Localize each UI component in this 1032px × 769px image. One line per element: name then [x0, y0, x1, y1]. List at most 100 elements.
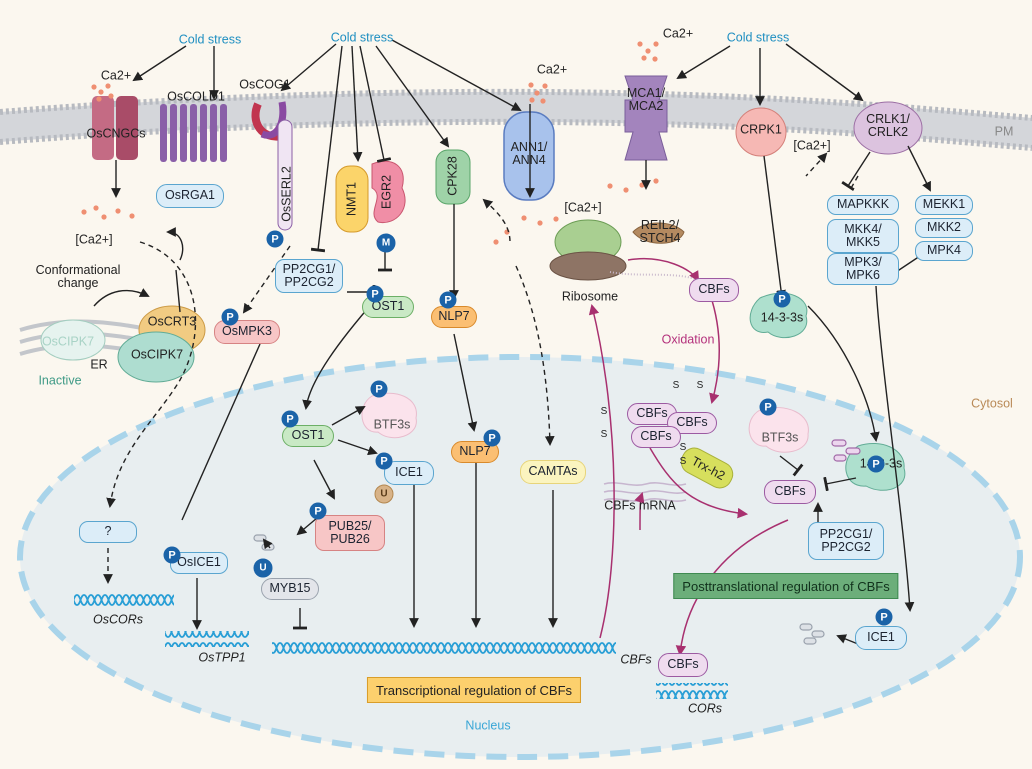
cbfs-bottom-box: CBFs — [658, 653, 708, 677]
oscold1-label: OsCOLD1 — [167, 89, 225, 104]
osice1-label: OsICE1 — [177, 555, 221, 570]
phospho-mark-1433-right: P — [867, 455, 885, 473]
nlp7-nuc-box: NLP7 — [451, 441, 499, 463]
phospho-mark-ost1-top: P — [366, 285, 384, 303]
oscors-dna — [74, 593, 174, 609]
oscipk7-inactive-label: OsCIPK7 — [41, 334, 95, 349]
cold-stress-left-label: Cold stress — [178, 32, 242, 47]
btf3s-mid-blob — [361, 392, 417, 439]
disulfide-s6: S — [679, 455, 687, 467]
phospho-mark-1433-top: P — [773, 290, 791, 308]
cbfs-top-label: CBFs — [698, 282, 730, 297]
mpk36-label: MPK3/ MPK6 — [844, 254, 882, 282]
camtas-label: CAMTAs — [528, 464, 578, 479]
phospho-mark-nlp7-nuc: P — [483, 429, 501, 447]
ca-cytosol-right-label: [Ca2+] — [793, 138, 831, 153]
ca-label-2: Ca2+ — [536, 62, 568, 77]
mpk4-label: MPK4 — [926, 243, 962, 258]
oscrt3-oscipk7 — [40, 305, 206, 383]
crlk-receptor — [853, 101, 923, 155]
myb15-box: MYB15 — [261, 578, 319, 600]
oxidation-label: Oxidation — [661, 332, 715, 347]
ca-cytosol-mid-label: [Ca2+] — [564, 200, 602, 215]
dashed-arrows — [103, 152, 859, 584]
camtas-box: CAMTAs — [520, 460, 586, 484]
ubiquitin-mark-ice1: U — [374, 484, 394, 504]
cbfs-oxidized-c-box: CBFs — [631, 426, 681, 448]
oscors-label: OsCORs — [93, 612, 143, 627]
osrga1-label: OsRGA1 — [164, 188, 215, 203]
oscngcs-channel — [92, 96, 138, 160]
mkk2-box: MKK2 — [915, 218, 973, 238]
signal-arrows — [93, 39, 931, 645]
phospho-mark-pub: P — [309, 502, 327, 520]
oscold1-receptor — [160, 104, 227, 162]
ostpp1-dna — [165, 631, 249, 647]
cbfs-b-label: CBFs — [676, 415, 708, 430]
phospho-mark-btf3s-right: P — [759, 398, 777, 416]
cpk28-label: CPK28 — [445, 156, 460, 196]
disulfide-s4: S — [600, 428, 608, 440]
mca-channel — [624, 75, 668, 161]
cbfs-dna-label: CBFs — [620, 652, 652, 667]
p1433-top-label: 14-3-3s — [760, 310, 804, 325]
cbfs-bottom-label: CBFs — [667, 657, 699, 672]
disulfide-s5: S — [679, 441, 687, 453]
mapkkk-label: MAPKKK — [836, 197, 890, 212]
er-label: ER — [90, 357, 108, 372]
ice1-right-label: ICE1 — [867, 630, 895, 645]
ostpp1-label: OsTPP1 — [198, 650, 246, 665]
ann-channel — [503, 111, 555, 201]
inactive-label: Inactive — [38, 373, 82, 388]
mekk1-label: MEKK1 — [922, 197, 966, 212]
ost1-nuc-box: OST1 — [282, 425, 334, 447]
posttranslational-banner: Posttranslational regulation of CBFs — [673, 573, 899, 599]
ca-label-3: Ca2+ — [662, 26, 694, 41]
phospho-mark-osmpk3: P — [221, 308, 239, 326]
cold-stress-center-label: Cold stress — [330, 30, 394, 45]
trxh2-shape — [680, 447, 734, 489]
mkk45-box: MKK4/ MKK5 — [827, 219, 899, 253]
ice1-right-box: ICE1 — [855, 626, 907, 650]
cbfs-a-label: CBFs — [636, 406, 668, 421]
p1433-top-blob — [749, 292, 808, 339]
ost1-nuc-label: OST1 — [291, 428, 325, 443]
cbfs-c-label: CBFs — [640, 429, 672, 444]
cbfs-top-box: CBFs — [689, 278, 739, 302]
btf3-fragments — [831, 439, 861, 462]
mkk2-label: MKK2 — [926, 220, 962, 235]
osice1-box: OsICE1 — [170, 552, 228, 574]
oscrt3-label: OsCRT3 — [147, 314, 197, 329]
cold-stress-right-label: Cold stress — [726, 30, 790, 45]
phospho-mark-osice1: P — [163, 546, 181, 564]
cbfs-dna — [272, 639, 616, 655]
mapkkk-box: MAPKKK — [827, 195, 899, 215]
disulfide-s2: S — [696, 379, 704, 391]
oscog1-label: OsCOG1 — [239, 77, 291, 92]
mrna-strands — [603, 482, 687, 502]
ice1-mid-label: ICE1 — [395, 465, 423, 480]
pp2cg-right-label: PP2CG1/ PP2CG2 — [819, 526, 873, 554]
mca-label: MCA1/ MCA2 — [626, 85, 666, 113]
phospho-mark-osserl2: P — [266, 230, 284, 248]
reil2-label: REIL2/ STCH4 — [639, 217, 681, 245]
cbfs-mrna-label: CBFs mRNA — [604, 498, 676, 513]
ubiquitin-mark-myb15: U — [253, 558, 273, 578]
pub-box: PUB25/ PUB26 — [315, 515, 385, 551]
crpk1-label: CRPK1 — [740, 122, 782, 137]
oscipk7-label: OsCIPK7 — [130, 347, 184, 362]
phospho-mark-ice1-mid: P — [375, 452, 393, 470]
pp2cg-top-box: PP2CG1/ PP2CG2 — [275, 259, 343, 293]
oscngcs-label: OsCNGCs — [86, 126, 146, 141]
pp2cg-right-box: PP2CG1/ PP2CG2 — [808, 522, 884, 560]
btf3s-mid-label: BTF3s — [373, 417, 411, 432]
methyl-mark-egr2: M — [376, 233, 396, 253]
pp2cg-top-label: PP2CG1/ PP2CG2 — [282, 261, 336, 289]
disulfide-s1: S — [672, 379, 680, 391]
nmt1-egr2 — [335, 160, 406, 233]
osmpk3-label: OsMPK3 — [221, 324, 272, 339]
egr2-label: EGR2 — [379, 174, 394, 210]
conformational-change-label: Conformational change — [35, 262, 121, 290]
